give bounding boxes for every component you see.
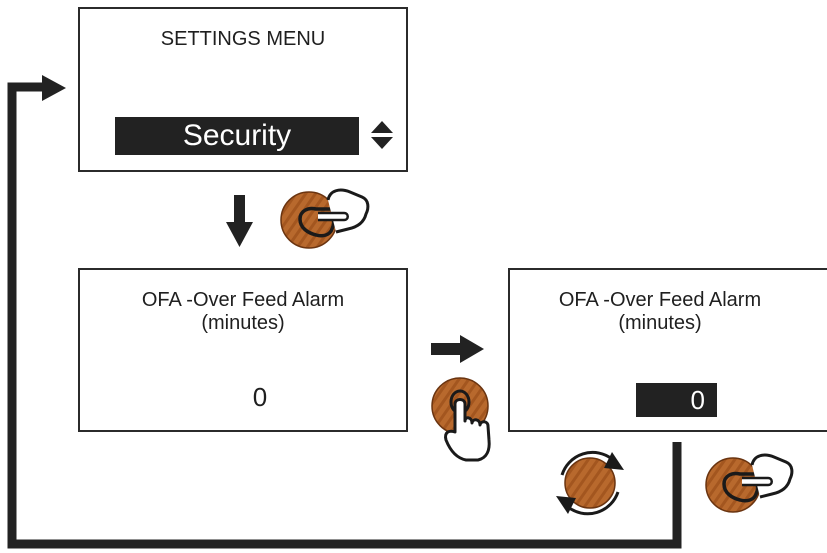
return-loop-line <box>7 75 682 549</box>
press-knob-hand-icon-2[interactable] <box>705 453 794 513</box>
ofa-view-title-line2: (minutes) <box>201 312 285 334</box>
ofa-edit-title-line2: (minutes) <box>618 312 702 334</box>
ofa-view-screen: OFA -Over Feed Alarm (minutes) 0 <box>78 268 408 432</box>
press-knob-finger-icon[interactable] <box>431 377 491 462</box>
down-arrow-icon <box>226 195 253 247</box>
ofa-edit-title-line1: OFA -Over Feed Alarm <box>558 289 762 311</box>
ofa-view-title-line1: OFA -Over Feed Alarm <box>141 289 345 311</box>
selected-menu-item[interactable]: Security <box>115 117 359 155</box>
ofa-edit-screen: OFA -Over Feed Alarm (minutes) 0 <box>508 268 827 432</box>
up-down-arrows-icon[interactable] <box>370 119 394 151</box>
ofa-edit-value-field[interactable]: 0 <box>636 383 717 417</box>
settings-menu-title: SETTINGS MENU <box>160 28 326 50</box>
right-arrow-icon <box>431 335 484 363</box>
ofa-view-value: 0 <box>252 382 268 412</box>
rotate-knob-icon[interactable] <box>556 450 624 516</box>
settings-menu-screen: SETTINGS MENU Security <box>78 7 408 172</box>
press-knob-hand-icon[interactable] <box>280 188 370 249</box>
